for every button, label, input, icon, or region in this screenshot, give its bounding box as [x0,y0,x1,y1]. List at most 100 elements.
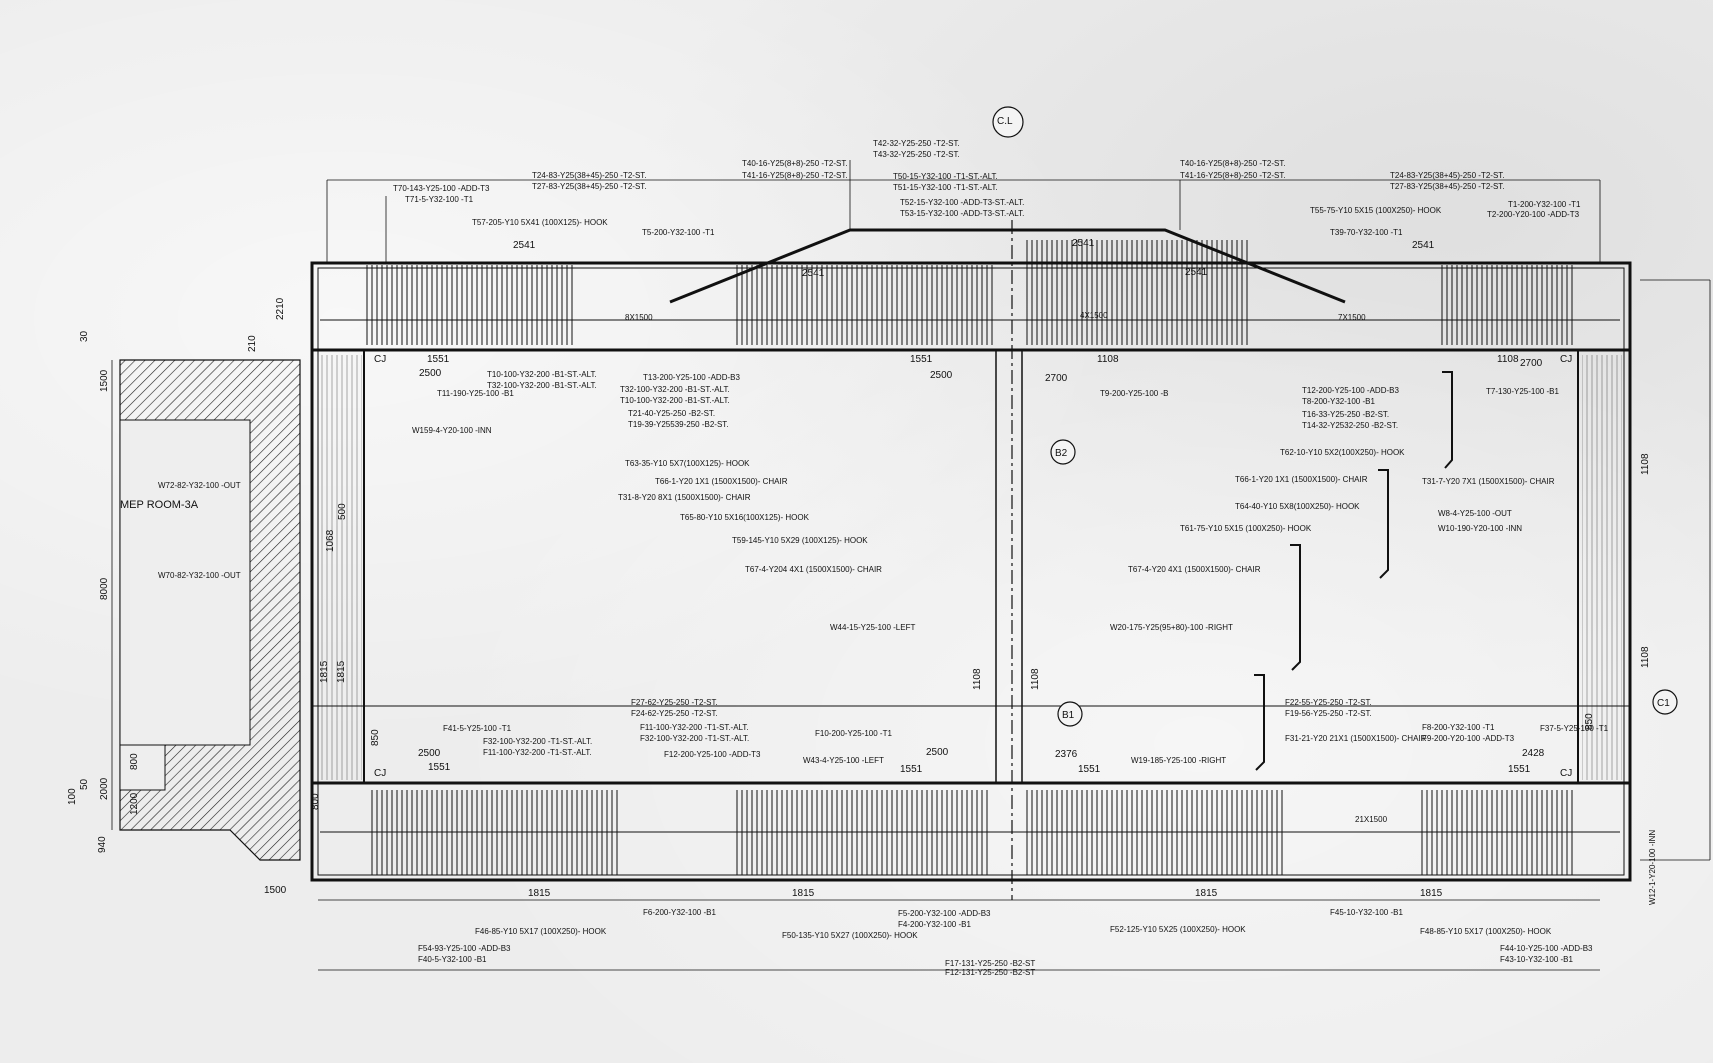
label-f19: F19-56-Y25-250 -T2-ST. [1285,709,1372,718]
dim-8000: 8000 [99,577,110,600]
hook-bars [1254,371,1453,771]
dim-1551c: 1551 [428,762,451,773]
label-f12: F12-200-Y25-100 -ADD-T3 [664,750,761,759]
label-f17: F17-131-Y25-250 -B2-ST [945,959,1035,968]
dim-1108f: 1108 [1640,646,1651,668]
dim-1815e: 1815 [1195,888,1218,899]
label-t27a: T27-83-Y25(38+45)-250 -T2-ST. [532,182,647,191]
label-t67b: T67-4-Y20 4X1 (1500X1500)- CHAIR [1128,565,1261,574]
label-f45: F45-10-Y32-100 -B1 [1330,908,1403,917]
label-f4: F4-200-Y32-100 -B1 [898,920,971,929]
label-w72: W72-82-Y32-100 -OUT [158,481,241,490]
label-t43: T43-32-Y25-250 -T2-ST. [873,150,960,159]
bar-mark-labels: T42-32-Y25-250 -T2-ST. T43-32-Y25-250 -T… [158,139,1657,977]
dim-4x1500: 4X1500 [1080,311,1108,320]
dim-2210: 2210 [275,297,286,320]
label-t57: T57-205-Y10 5X41 (100X125)- HOOK [472,218,608,227]
dim-2541d: 2541 [1185,267,1208,278]
dim-850b: 850 [1584,713,1595,730]
label-t12: T12-200-Y25-100 -ADD-B3 [1302,386,1399,395]
dim-1500: 1500 [99,369,110,392]
dim-50: 50 [79,778,90,790]
label-w159: W159-4-Y20-100 -INN [412,426,492,435]
label-t31b: T31-7-Y20 7X1 (1500X1500)- CHAIR [1422,477,1555,486]
section-b1-label: B1 [1062,710,1075,721]
section-b2-label: B2 [1055,448,1068,459]
dim-1108c: 1108 [972,668,983,690]
label-f22: F22-55-Y25-250 -T2-ST. [1285,698,1372,707]
dim-2500d: 2500 [926,747,949,758]
label-t52: T52-15-Y32-100 -ADD-T3-ST.-ALT. [900,198,1024,207]
label-t10: T10-100-Y32-200 -B1-ST.-ALT. [487,370,597,379]
label-f48: F48-85-Y10 5X17 (100X250)- HOOK [1420,927,1552,936]
label-f31: F31-21-Y20 21X1 (1500X1500)- CHAIR [1285,734,1427,743]
centerline-label: C.L [997,116,1013,127]
label-t40b: T40-16-Y25(8+8)-250 -T2-ST. [1180,159,1286,168]
label-f32b: F32-100-Y32-200 -T1-ST.-ALT. [640,734,749,743]
label-t42: T42-32-Y25-250 -T2-ST. [873,139,960,148]
label-t39: T39-70-Y32-100 -T1 [1330,228,1403,237]
centerline-marker: C.L [992,106,1024,138]
dim-210: 210 [247,335,258,352]
dim-2541e: 2541 [1412,240,1435,251]
cj-bottom-right: CJ [1560,768,1572,779]
label-t13: T13-200-Y25-100 -ADD-B3 [643,373,740,382]
label-t51: T51-15-Y32-100 -T1-ST.-ALT. [893,183,998,192]
dim-1200: 1200 [129,792,140,815]
dim-1815d: 1815 [792,888,815,899]
leader-lines [111,160,1711,971]
section-c1-label: C1 [1657,698,1670,709]
label-t65: T65-80-Y10 5X16(100X125)- HOOK [680,513,810,522]
label-f9: F9-200-Y20-100 -ADD-T3 [1422,734,1515,743]
dim-940: 940 [97,836,108,853]
dim-21x1500: 21X1500 [1355,815,1388,824]
label-f10: F10-200-Y25-100 -T1 [815,729,892,738]
label-f27: F27-62-Y25-250 -T2-ST. [631,698,718,707]
label-f54: F54-93-Y25-100 -ADD-B3 [418,944,511,953]
label-t40a: T40-16-Y25(8+8)-250 -T2-ST. [742,159,848,168]
label-t64: T64-40-Y10 5X8(100X250)- HOOK [1235,502,1360,511]
label-f40: F40-5-Y32-100 -B1 [418,955,487,964]
dim-1500b: 1500 [264,885,287,896]
dim-1108e: 1108 [1640,453,1651,475]
label-t70: T70-143-Y25-100 -ADD-T3 [393,184,490,193]
dim-800b: 800 [310,793,321,810]
label-t21: T21-40-Y25-250 -B2-ST. [628,409,715,418]
label-t24b: T24-83-Y25(38+45)-250 -T2-ST. [1390,171,1505,180]
dim-2700b: 2700 [1520,358,1543,369]
label-f43: F43-10-Y32-100 -B1 [1500,955,1573,964]
label-w10: W10-190-Y20-100 -INN [1438,524,1522,533]
label-f46: F46-85-Y10 5X17 (100X250)- HOOK [475,927,607,936]
label-f24: F24-62-Y25-250 -T2-ST. [631,709,718,718]
label-w8: W8-4-Y25-100 -OUT [1438,509,1512,518]
mep-room: MEP ROOM-3A [119,359,301,861]
label-t11: T11-190-Y25-100 -B1 [437,389,514,398]
dim-2500b: 2500 [930,370,953,381]
label-w43: W43-4-Y25-100 -LEFT [803,756,884,765]
cj-top-left: CJ [374,354,386,365]
label-f41: F41-5-Y25-100 -T1 [443,724,512,733]
label-w12: W12-1-Y20-100 -INN [1648,830,1657,905]
label-t66a: T66-1-Y20 1X1 (1500X1500)- CHAIR [655,477,788,486]
dim-1108d: 1108 [1030,668,1041,690]
label-f11b: F11-100-Y32-200 -T1-ST.-ALT. [640,723,749,732]
dim-1815f: 1815 [1420,888,1443,899]
dim-2500a: 2500 [419,368,442,379]
label-w70: W70-82-Y32-100 -OUT [158,571,241,580]
label-t41b: T41-16-Y25(8+8)-250 -T2-ST. [1180,171,1286,180]
dim-800: 800 [129,753,140,770]
dim-7x1500: 7X1500 [1338,313,1366,322]
dim-2428: 2428 [1522,748,1545,759]
label-f32a: F32-100-Y32-200 -T1-ST.-ALT. [483,737,592,746]
label-t62: T62-10-Y10 5X2(100X250)- HOOK [1280,448,1405,457]
dim-1551e: 1551 [1078,764,1101,775]
dim-1108a: 1108 [1097,354,1119,365]
label-f8: F8-200-Y32-100 -T1 [1422,723,1495,732]
dim-500: 500 [337,503,348,520]
dim-2500c: 2500 [418,748,441,759]
label-f52: F52-125-Y10 5X25 (100X250)- HOOK [1110,925,1246,934]
dim-850a: 850 [370,729,381,746]
label-t59: T59-145-Y10 5X29 (100X125)- HOOK [732,536,868,545]
dim-2000: 2000 [99,777,110,800]
